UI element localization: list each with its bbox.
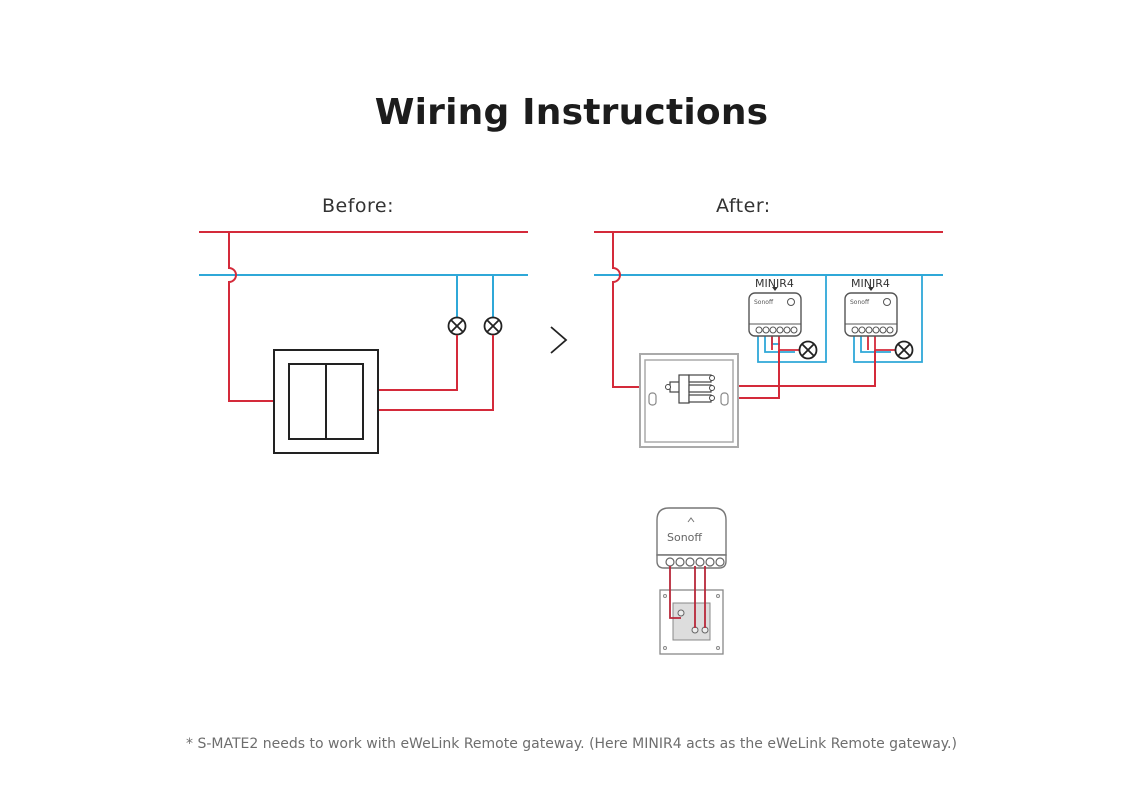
before-label: Before: [322, 195, 395, 217]
double-wall-switch [273, 349, 379, 454]
lamp-symbol-icon [798, 340, 818, 360]
after-live-drop [612, 232, 668, 388]
before-lamp1-live [378, 335, 458, 391]
module2-neutral-lamp [860, 336, 891, 353]
module1-neutral-loop [757, 275, 827, 363]
s-mate2-switch-box [639, 353, 739, 448]
module1-live [771, 336, 799, 351]
brand-logo: Sonoff [850, 299, 870, 306]
module-label-1: MINIR4 [755, 277, 794, 290]
lamp-symbol-icon [447, 316, 467, 336]
lamp-symbol-icon [483, 316, 503, 336]
after-label: After: [716, 195, 771, 217]
before-lamp2-live [378, 335, 494, 411]
before-diagram [199, 231, 528, 454]
module2-switch-wire [738, 350, 876, 387]
brand-logo: Sonoff [754, 299, 774, 306]
module-label-2: MINIR4 [851, 277, 890, 290]
module1-switch-wire [738, 350, 780, 399]
footnote: * S-MATE2 needs to work with eWeLink Rem… [186, 736, 957, 752]
brand-logo: Sonoff [667, 531, 702, 544]
minir4-module-1: Sonoff [748, 287, 802, 337]
minir4-module-large: Sonoff [656, 507, 727, 569]
lamp-symbol-icon [894, 340, 914, 360]
module1-neutral-lamp [764, 336, 795, 353]
chevron-right-icon [550, 326, 568, 354]
before-live-drop [228, 232, 274, 402]
module2-live [867, 336, 895, 351]
after-diagram: Sonoff MINIR4 Sonoff [594, 231, 943, 655]
module2-neutral-loop [853, 275, 923, 363]
page-title: Wiring Instructions [374, 92, 769, 133]
large-module-wire-1 [669, 566, 681, 619]
minir4-module-2: Sonoff [844, 287, 898, 337]
